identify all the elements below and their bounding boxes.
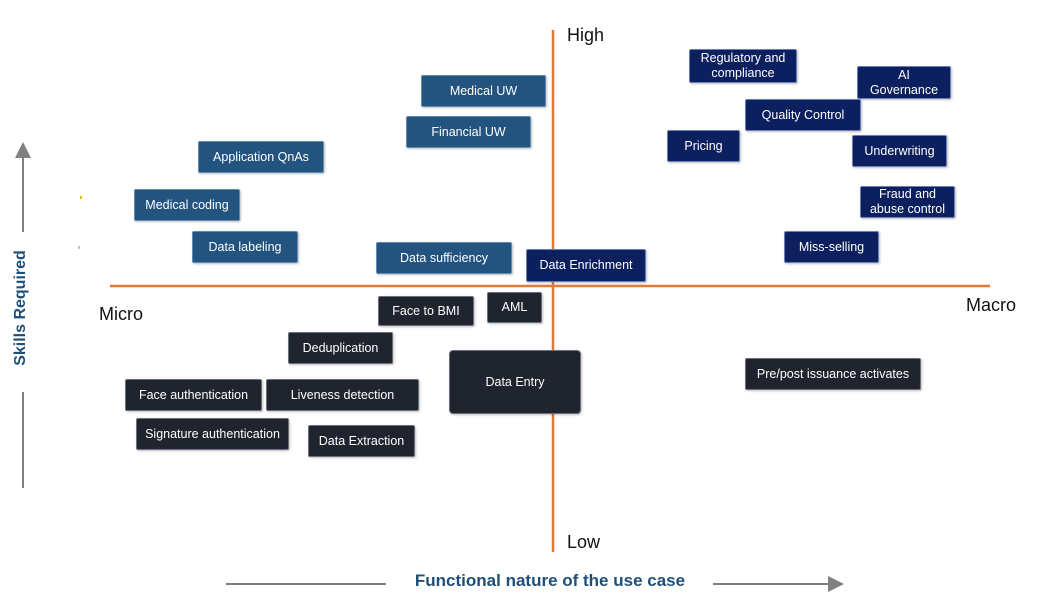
box-aml: AML (487, 292, 542, 323)
box-liveness-detection: Liveness detection (266, 379, 419, 411)
micro-label: Micro (99, 304, 143, 324)
box-underwriting: Underwriting (852, 135, 947, 167)
low-label: Low (567, 532, 601, 552)
box-face-to-bmi: Face to BMI (378, 296, 474, 326)
box-signature-authentication: Signature authentication (136, 418, 289, 450)
box-pricing: Pricing (667, 130, 740, 162)
yellow-dot-marker (80, 196, 82, 199)
box-medical-coding: Medical coding (134, 189, 240, 221)
purple-dot-marker (78, 246, 80, 249)
box-miss-selling: Miss-selling (784, 231, 879, 263)
box-financial-uw: Financial UW (406, 116, 531, 148)
box-application-qnas: Application QnAs (198, 141, 324, 173)
box-data-labeling: Data labeling (192, 231, 298, 263)
box-face-authentication: Face authentication (125, 379, 262, 411)
box-data-enrichment: Data Enrichment (526, 249, 646, 282)
box-deduplication: Deduplication (288, 332, 393, 364)
y-axis-title-text: Skills Required (12, 250, 29, 366)
box-pre-post-issuance: Pre/post issuance activates (745, 358, 921, 390)
y-axis-title: Skills Required (6, 243, 36, 373)
box-data-extraction: Data Extraction (308, 425, 415, 457)
box-quality-control: Quality Control (745, 99, 861, 131)
x-axis-title: Functional nature of the use case (414, 571, 686, 590)
macro-label: Macro (966, 295, 1017, 315)
box-fraud-abuse-control: Fraud and abuse control (860, 186, 955, 218)
high-label: High (567, 25, 605, 45)
box-medical-uw: Medical UW (421, 75, 546, 107)
box-ai-governance: AI Governance (857, 66, 951, 99)
box-data-entry: Data Entry (449, 350, 581, 414)
box-data-sufficiency: Data sufficiency (376, 242, 512, 274)
box-regulatory-compliance: Regulatory and compliance (689, 49, 797, 83)
